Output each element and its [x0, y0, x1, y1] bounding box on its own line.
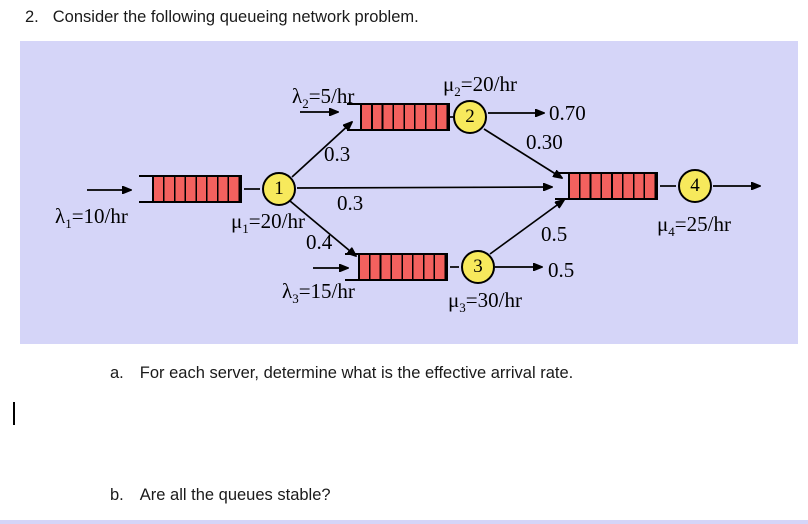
queue-1-tail: [139, 175, 152, 203]
queue-1: [139, 175, 242, 203]
routing-prob-s1-to-s3: 0.4: [306, 230, 333, 254]
server-1-number: 1: [274, 178, 284, 199]
arrow-server1-to-queue3: [289, 200, 356, 256]
queue-4-tail: [555, 172, 568, 200]
question-b-marker: b.: [110, 486, 124, 504]
queue-2-buffer: [360, 103, 450, 131]
bottom-highlight-strip: [0, 520, 808, 524]
routing-prob-s2-to-s4: 0.30: [526, 130, 563, 154]
routing-prob-s1-to-s4: 0.3: [337, 191, 364, 215]
problem-title: 2. Consider the following queueing netwo…: [25, 8, 419, 27]
server-3-node: 3: [461, 250, 495, 284]
arrival-rate-label-1: λ1=10/hr: [55, 204, 128, 232]
question-a: a. For each server, determine what is th…: [110, 364, 573, 383]
text-cursor: [13, 402, 15, 425]
arrow-server1-to-queue4: [296, 187, 552, 188]
problem-title-text: Consider the following queueing network …: [52, 8, 419, 26]
queue-1-buffer: [152, 175, 242, 203]
queue-4: [555, 172, 658, 200]
question-a-marker: a.: [110, 364, 124, 382]
service-rate-label-4: μ4=25/hr: [657, 212, 731, 240]
queue-2: [347, 103, 450, 131]
arrow-server3-to-queue4: [489, 200, 564, 255]
server-4-node: 4: [678, 169, 712, 203]
queue-3: [345, 253, 448, 281]
question-b-text: Are all the queues stable?: [139, 486, 331, 504]
queue-3-tail: [345, 253, 358, 281]
routing-prob-s3-to-s4: 0.5: [541, 222, 568, 246]
routing-prob-s2-exit: 0.70: [549, 101, 586, 125]
problem-number: 2.: [25, 8, 39, 26]
queue-4-buffer: [568, 172, 658, 200]
queueing-network-diagram: 1 2 3 4 λ1=10/hr μ1=20/hr λ2=5/hr μ2=20/…: [20, 41, 798, 344]
question-a-text: For each server, determine what is the e…: [139, 364, 574, 382]
question-b: b. Are all the queues stable?: [110, 486, 331, 505]
arrow-server1-to-queue2: [291, 122, 352, 178]
server-2-node: 2: [453, 100, 487, 134]
arrival-rate-label-3: λ3=15/hr: [282, 279, 355, 307]
server-2-number: 2: [465, 106, 475, 127]
server-4-number: 4: [690, 175, 700, 196]
arrow-server2-to-queue4: [483, 128, 562, 178]
service-rate-label-1: μ1=20/hr: [231, 209, 305, 237]
server-3-number: 3: [473, 256, 483, 277]
server-1-node: 1: [262, 172, 296, 206]
routing-prob-s1-to-s2: 0.3: [324, 142, 351, 166]
queue-3-buffer: [358, 253, 448, 281]
queue-2-tail: [347, 103, 360, 131]
service-rate-label-2: μ2=20/hr: [443, 72, 517, 100]
service-rate-label-3: μ3=30/hr: [448, 288, 522, 316]
diagram-connectors: [87, 41, 798, 344]
arrival-rate-label-2: λ2=5/hr: [292, 84, 355, 112]
routing-prob-s3-exit: 0.5: [548, 258, 575, 282]
